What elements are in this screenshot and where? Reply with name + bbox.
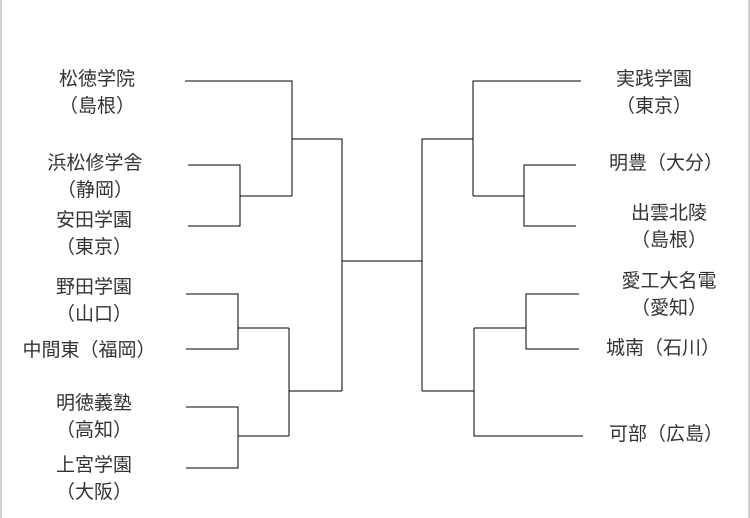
team-label: 中間東（福岡） [2, 337, 179, 364]
team-name: 実践学園 [615, 68, 692, 90]
team-name: 明豊（大分） [608, 152, 723, 174]
bracket-line [292, 138, 343, 391]
team-prefecture: （高知） [55, 419, 132, 441]
team-name: 愛工大名電 [621, 270, 717, 292]
team-name: 松徳学院 [58, 68, 135, 90]
team-name: 明徳義塾 [55, 392, 132, 414]
team-prefecture: （東京） [55, 236, 132, 258]
team-label: 上宮学園 （大阪） [4, 452, 184, 506]
team-label: 明豊（大分） [576, 150, 748, 177]
team-label: 実践学園 （東京） [564, 66, 744, 120]
team-name: 安田学園 [55, 209, 132, 231]
team-label: 愛工大名電 （愛知） [579, 268, 748, 322]
bracket-line [185, 80, 293, 196]
team-label: 安田学園 （東京） [4, 207, 184, 261]
team-label: 出雲北陵 （島根） [579, 200, 748, 254]
team-label: 可部（広島） [576, 421, 748, 448]
team-label: 松徳学院 （島根） [7, 66, 187, 120]
bracket-line [186, 293, 239, 350]
team-name: 出雲北陵 [630, 202, 707, 224]
team-label: 野田学園 （山口） [4, 274, 184, 328]
team-label: 明徳義塾 （高知） [4, 390, 184, 444]
bracket-line [523, 164, 576, 227]
team-name: 城南（石川） [605, 337, 720, 359]
team-name: 中間東（福岡） [22, 339, 156, 361]
bracket-line [525, 293, 579, 350]
team-name: 上宮学園 [55, 454, 132, 476]
bracket-line [421, 138, 473, 391]
team-label: 城南（石川） [573, 335, 748, 362]
team-prefecture: （東京） [615, 95, 692, 117]
team-prefecture: （島根） [630, 229, 707, 251]
team-name: 可部（広島） [608, 423, 723, 445]
team-name: 野田学園 [55, 276, 132, 298]
bracket-line [188, 164, 241, 227]
team-prefecture: （山口） [55, 303, 132, 325]
team-prefecture: （大阪） [55, 481, 132, 503]
bracket-line [472, 80, 581, 196]
team-prefecture: （愛知） [630, 297, 707, 319]
bracket-line [473, 328, 583, 437]
team-name: 浜松修学舎 [47, 152, 143, 174]
bracket-line [186, 406, 239, 469]
team-prefecture: （静岡） [56, 179, 133, 201]
team-label: 浜松修学舎 （静岡） [5, 150, 185, 204]
team-prefecture: （島根） [58, 95, 135, 117]
